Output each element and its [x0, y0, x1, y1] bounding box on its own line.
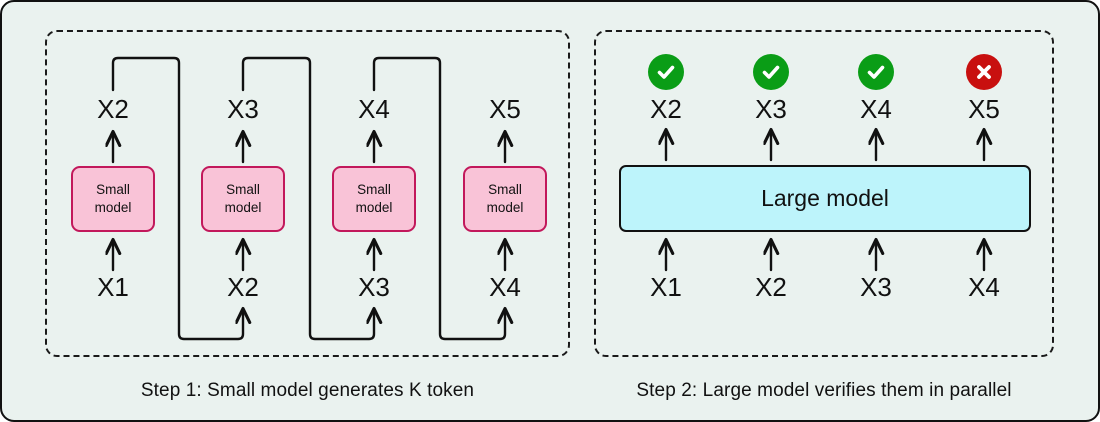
- step2-panel: [594, 30, 1054, 357]
- small-model-box-2[interactable]: Small model: [201, 166, 285, 232]
- left-input-token-1: X1: [97, 272, 129, 302]
- small-model-box-1[interactable]: Small model: [71, 166, 155, 232]
- left-input-token-3: X3: [358, 272, 390, 302]
- small-model-label-line1: Small: [357, 181, 391, 197]
- right-input-token-4: X4: [968, 272, 1000, 302]
- small-model-box-3[interactable]: Small model: [332, 166, 416, 232]
- left-output-token-1: X2: [97, 94, 129, 124]
- small-model-label-line2: model: [355, 200, 393, 215]
- step2-caption: Step 2: Large model verifies them in par…: [636, 380, 1012, 401]
- right-output-token-4: X5: [968, 94, 1000, 124]
- right-input-token-2: X2: [755, 272, 787, 302]
- step1-caption: Step 1: Small model generates K token: [140, 380, 475, 401]
- left-input-token-4: X4: [489, 272, 521, 302]
- large-model-box[interactable]: Large model: [619, 165, 1031, 232]
- check-circle-icon: [858, 54, 894, 90]
- small-model-label-line2: model: [224, 200, 262, 215]
- cross-circle-icon: [966, 54, 1002, 90]
- left-output-token-2: X3: [227, 94, 259, 124]
- left-output-token-3: X4: [358, 94, 390, 124]
- step1-panel: [45, 30, 570, 357]
- small-model-label-line1: Small: [96, 181, 130, 197]
- large-model-label: Large model: [761, 185, 889, 211]
- right-output-token-3: X4: [860, 94, 892, 124]
- small-model-label-line2: model: [94, 200, 132, 215]
- left-output-token-4: X5: [489, 94, 521, 124]
- left-input-token-2: X2: [227, 272, 259, 302]
- right-output-token-2: X3: [755, 94, 787, 124]
- small-model-label-line2: model: [486, 200, 524, 215]
- check-circle-icon: [753, 54, 789, 90]
- small-model-label-line1: Small: [488, 181, 522, 197]
- right-input-token-3: X3: [860, 272, 892, 302]
- right-output-token-1: X2: [650, 94, 682, 124]
- small-model-label-line1: Small: [226, 181, 260, 197]
- right-input-token-1: X1: [650, 272, 682, 302]
- check-circle-icon: [648, 54, 684, 90]
- small-model-box-4[interactable]: Small model: [463, 166, 547, 232]
